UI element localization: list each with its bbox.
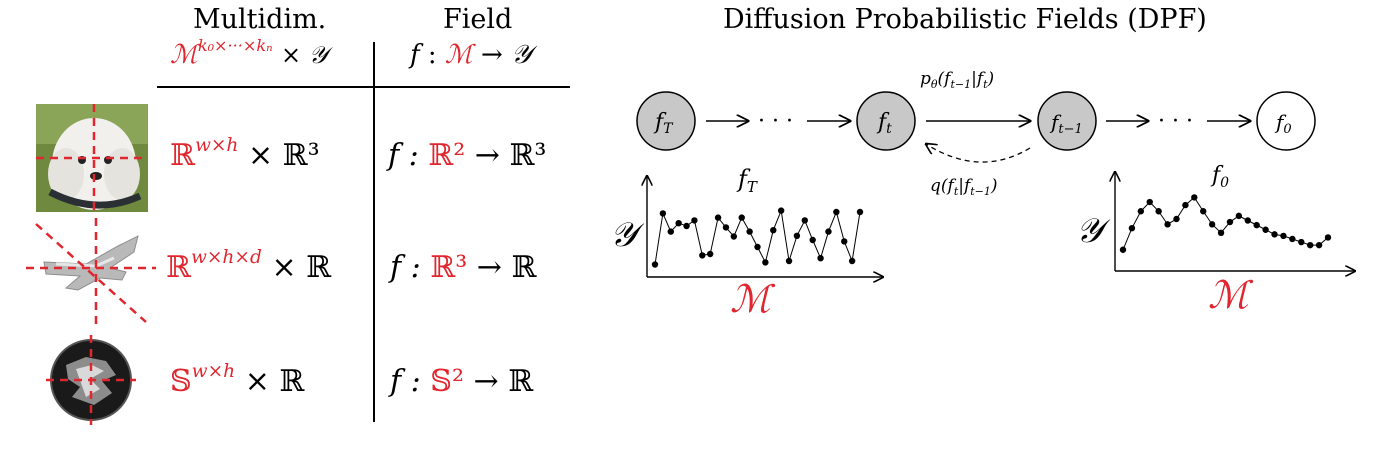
clean-plot-point: [1262, 226, 1269, 233]
noisy-plot-point: [817, 255, 824, 262]
arrow-chain-left: · · ·: [706, 109, 850, 134]
clean-plot-point: [1324, 234, 1332, 241]
noisy-plot-point: [809, 236, 816, 244]
node-f-t: ft: [856, 91, 916, 151]
general-space-exponent: k₀×···×kₙ: [197, 35, 273, 55]
clean-plot-point: [1128, 225, 1136, 232]
noisy-plot-point: [714, 214, 722, 221]
dpf-chain-diagram: fT ft ft−1 f0 · · · pθ(ft−1|ft) q(ft|ft−…: [636, 69, 1316, 198]
noisy-plot-point: [683, 222, 690, 230]
node-f-0: f0: [1256, 91, 1316, 151]
row-2-field: f : ℝ³ → ℝ: [390, 250, 537, 285]
clean-plot-point: [1235, 212, 1243, 220]
clean-plot-y-label: 𝒴: [1076, 211, 1111, 251]
clean-plot-title: f0: [1210, 163, 1229, 191]
noisy-plot-point: [722, 224, 730, 231]
noisy-plot-x-label: ℳ: [730, 277, 776, 320]
clean-plot-point: [1155, 208, 1162, 215]
noisy-plot-line: [654, 208, 861, 265]
row-2-space: ℝw×h×d × ℝ: [166, 247, 332, 285]
noisy-plot-series: [651, 207, 864, 268]
row-1-space: ℝw×h × ℝ³: [170, 135, 320, 173]
clean-plot-point: [1137, 208, 1145, 215]
noisy-plot-point: [730, 233, 738, 240]
noisy-field-plot: fT 𝒴 ℳ: [610, 165, 900, 320]
clean-field-plot: f0 𝒴 ℳ: [1076, 163, 1360, 317]
node-f-T: fT: [636, 91, 696, 151]
row-3-space: 𝕊w×h × ℝ: [170, 361, 305, 399]
clean-plot-point: [1244, 217, 1251, 224]
row-1-field: f : ℝ² → ℝ³: [388, 138, 547, 173]
noisy-plot-point: [667, 228, 674, 235]
svg-text:· · ·: · · ·: [1158, 109, 1193, 134]
clean-plot-point: [1289, 235, 1296, 243]
noisy-plot-point: [777, 207, 785, 214]
noisy-plot-point: [856, 208, 864, 216]
noisy-plot-point: [738, 214, 745, 221]
noisy-plot-point: [651, 261, 659, 268]
arrow-chain-right: · · ·: [1106, 109, 1250, 134]
clean-plot-point: [1191, 194, 1198, 201]
noisy-plot-point: [762, 259, 769, 266]
header-field: Field: [443, 4, 513, 35]
noisy-plot-point: [848, 257, 856, 265]
clean-plot-point: [1315, 241, 1323, 249]
spherical-image-thumbnail: [46, 335, 136, 425]
general-field-formula: f : ℳ → 𝒴: [410, 40, 532, 70]
noisy-plot-point: [746, 228, 753, 235]
noisy-plot-point: [691, 217, 698, 224]
clean-plot-point: [1226, 218, 1234, 226]
noisy-plot-title: fT: [736, 165, 758, 196]
table-vertical-rule: [373, 42, 375, 422]
clean-plot-point: [1298, 238, 1305, 246]
noisy-plot-point: [754, 243, 761, 251]
general-space-tail: × 𝒴: [280, 41, 328, 69]
table-horizontal-rule: [157, 86, 570, 88]
clean-plot-point: [1208, 221, 1216, 228]
clean-plot-point: [1182, 201, 1189, 209]
noisy-plot-point: [770, 227, 777, 234]
svg-text:· · ·: · · ·: [758, 109, 793, 134]
clean-plot-point: [1146, 198, 1153, 206]
node-f-t-minus-1: ft−1: [1037, 91, 1097, 151]
clean-plot-point: [1217, 229, 1225, 237]
airplane-shape-thumbnail: [26, 218, 156, 328]
noisy-plot-point: [793, 232, 801, 239]
clean-plot-x-label: ℳ: [1208, 273, 1254, 317]
general-space-formula: ℳk₀×···×kₙ × 𝒴: [170, 35, 328, 70]
noisy-plot-point: [675, 220, 682, 227]
clean-plot-point: [1200, 208, 1207, 215]
clean-plot-point: [1280, 232, 1287, 240]
reverse-label: q(ft|ft−1): [930, 176, 998, 198]
clean-plot-point: [1306, 241, 1314, 249]
noisy-plot-point: [706, 250, 714, 258]
clean-plot-series: [1119, 194, 1332, 253]
noisy-plot-y-label: 𝒴: [610, 215, 645, 255]
clean-plot-point: [1253, 221, 1260, 229]
noisy-plot-point: [801, 217, 809, 224]
dog-photo-thumbnail: [36, 104, 148, 212]
clean-plot-point: [1173, 215, 1180, 223]
noisy-plot-point: [699, 252, 706, 259]
clean-plot-point: [1119, 246, 1127, 253]
arrow-reverse-step: [926, 144, 1031, 163]
row-3-field: f : 𝕊² → ℝ: [390, 364, 534, 399]
clean-plot-line: [1122, 196, 1329, 250]
noisy-plot-point: [659, 210, 667, 217]
clean-plot-point: [1271, 231, 1278, 238]
header-multidim: Multidim.: [193, 4, 327, 35]
forward-label: pθ(ft−1|ft): [920, 69, 994, 91]
clean-plot-point: [1164, 221, 1171, 228]
noisy-plot-point: [785, 257, 793, 265]
dpf-title: Diffusion Probabilistic Fields (DPF): [723, 4, 1207, 35]
noisy-plot-point: [825, 228, 832, 235]
noisy-plot-point: [833, 208, 840, 216]
noisy-plot-point: [841, 238, 848, 245]
